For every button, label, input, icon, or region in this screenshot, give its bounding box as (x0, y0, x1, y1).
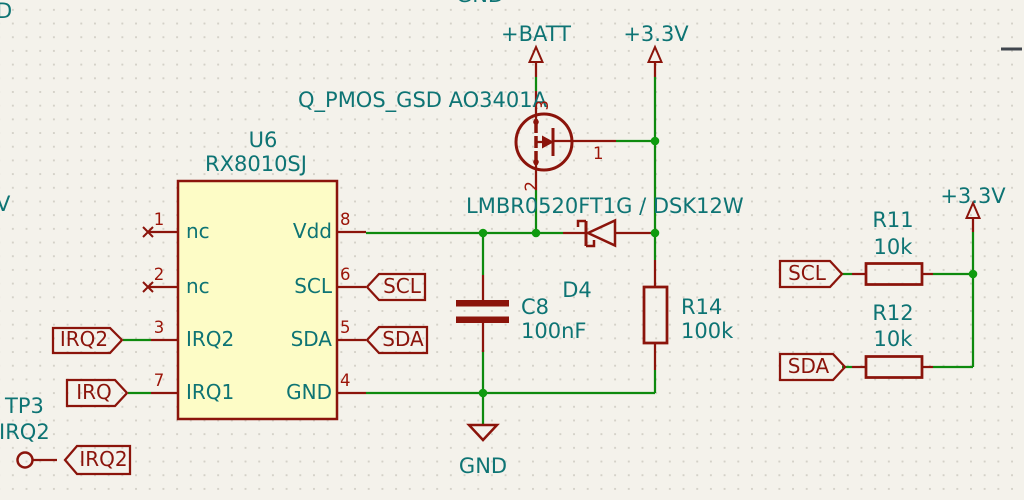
testpoint-symbol[interactable] (16, 451, 34, 469)
global-label-shapes[interactable] (51, 259, 847, 476)
cap-plate-top (456, 300, 509, 307)
ic-pin-name: SDA (290, 327, 332, 351)
wire-segments[interactable] (123, 77, 975, 424)
ic-pin-number: 8 (340, 210, 351, 229)
ic-body[interactable] (176, 179, 339, 421)
label-shape-sda-pin[interactable] (365, 325, 429, 355)
net-label-irq2-testpoint[interactable]: IRQ2 (79, 447, 128, 471)
gnd-flag-triangle[interactable] (466, 423, 500, 442)
ic-value[interactable]: RX8010SJ (205, 152, 307, 176)
junction-dot[interactable] (650, 228, 660, 238)
diode-reference[interactable]: D4 (562, 278, 592, 302)
label-shape-sda-right[interactable] (778, 352, 847, 382)
r12-value[interactable]: 10k (873, 327, 913, 351)
capacitor-symbol[interactable] (456, 300, 509, 323)
testpoint-net-name[interactable]: IRQ2 (0, 420, 50, 444)
testpoint-reference[interactable]: TP3 (5, 394, 44, 418)
junction-dot[interactable] (650, 136, 660, 146)
r11-value[interactable]: 10k (873, 235, 913, 259)
net-label-scl-right[interactable]: SCL (788, 261, 826, 285)
ic-pin-number: 4 (340, 371, 351, 390)
ic-pin-number: 5 (340, 318, 351, 337)
diode-schottky-hooks (576, 219, 596, 248)
v33-top-flag-arrow[interactable] (646, 44, 664, 63)
mosfet-pin1-number: 1 (593, 144, 604, 163)
nc-x-pin2 (142, 281, 154, 293)
label-shape-scl-right[interactable] (778, 259, 844, 289)
nc-x-pin1 (142, 226, 154, 238)
ic-pin-name: nc (186, 274, 210, 298)
power-flags[interactable] (466, 44, 982, 442)
ic-pin-name: IRQ1 (186, 380, 235, 404)
v33-right-flag-arrow[interactable] (964, 200, 982, 219)
junction-dot[interactable] (478, 228, 488, 238)
r14-value[interactable]: 100k (681, 319, 734, 343)
mosfet-value-label[interactable]: Q_PMOS_GSD AO3401A (298, 88, 547, 112)
diode-value[interactable]: LMBR0520FT1G / DSK12W (466, 194, 744, 218)
resistor-r12-body[interactable] (864, 355, 924, 379)
label-shape-irq2-testpoint[interactable] (63, 444, 132, 476)
pmos-envelope[interactable] (514, 112, 574, 172)
ic-pin-name: IRQ2 (186, 327, 235, 351)
ic-pin-number: 6 (340, 265, 351, 284)
mosfet-pin2-number: 2 (522, 181, 541, 192)
batt-power-label[interactable]: +BATT (500, 22, 572, 46)
label-shape-irq2-left[interactable] (51, 326, 124, 355)
gnd-label-top-clipped: GND (455, 0, 505, 6)
ic-pin-name: GND (286, 380, 332, 404)
edge-fragment-v: V (0, 192, 11, 216)
net-label-sda-pin[interactable]: SDA (382, 327, 424, 351)
v33-top-power-label[interactable]: +3.3V (623, 22, 689, 46)
schottky-diode-symbol[interactable] (563, 218, 653, 248)
pmos-symbol[interactable] (514, 112, 574, 172)
junction-dot[interactable] (531, 228, 541, 238)
gnd-bottom-label[interactable]: GND (458, 454, 508, 478)
net-label-sda-right[interactable]: SDA (787, 354, 830, 378)
ic-pin-name: SCL (294, 274, 332, 298)
pmos-arrow (542, 135, 554, 149)
net-label-scl-pin[interactable]: SCL (383, 274, 421, 298)
ic-pin-name: Vdd (292, 219, 332, 243)
resistor-r14-body[interactable] (642, 285, 669, 345)
diode-triangle (585, 218, 617, 248)
ic-pin-name: nc (186, 219, 210, 243)
junction-dots[interactable] (478, 136, 978, 398)
junction-dot[interactable] (968, 269, 978, 279)
label-shape-irq-left[interactable] (65, 378, 129, 408)
batt-flag-arrow[interactable] (527, 44, 545, 63)
edge-artifact-dash (1001, 47, 1022, 51)
capacitor-value[interactable]: 100nF (521, 319, 587, 343)
ic-pin-number: 2 (153, 265, 165, 284)
cap-plate-bottom (456, 316, 509, 323)
r12-reference[interactable]: R12 (872, 301, 914, 325)
net-label-irq-left[interactable]: IRQ (76, 380, 112, 404)
r14-reference[interactable]: R14 (681, 295, 723, 319)
ic-pin-number: 3 (153, 318, 165, 337)
r11-reference[interactable]: R11 (872, 208, 914, 232)
pin-leads[interactable] (33, 61, 975, 462)
resistor-r11-body[interactable] (864, 262, 924, 286)
ic-pin-number: 1 (153, 210, 165, 229)
mosfet-pin3-number: 3 (533, 100, 552, 111)
capacitor-reference[interactable]: C8 (521, 295, 550, 319)
net-label-irq2-left[interactable]: IRQ2 (59, 327, 109, 351)
edge-fragment-d: D (0, 0, 13, 23)
ic-reference[interactable]: U6 (248, 128, 278, 152)
pmos-drain-dot (533, 119, 539, 125)
label-shape-scl-pin[interactable] (365, 272, 427, 302)
v33-right-power-label[interactable]: +3.3V (940, 184, 1006, 208)
ic-pin-number: 7 (153, 371, 165, 390)
no-connect-marks (142, 226, 154, 293)
pmos-source-dot (533, 159, 539, 165)
junction-dot[interactable] (478, 388, 488, 398)
